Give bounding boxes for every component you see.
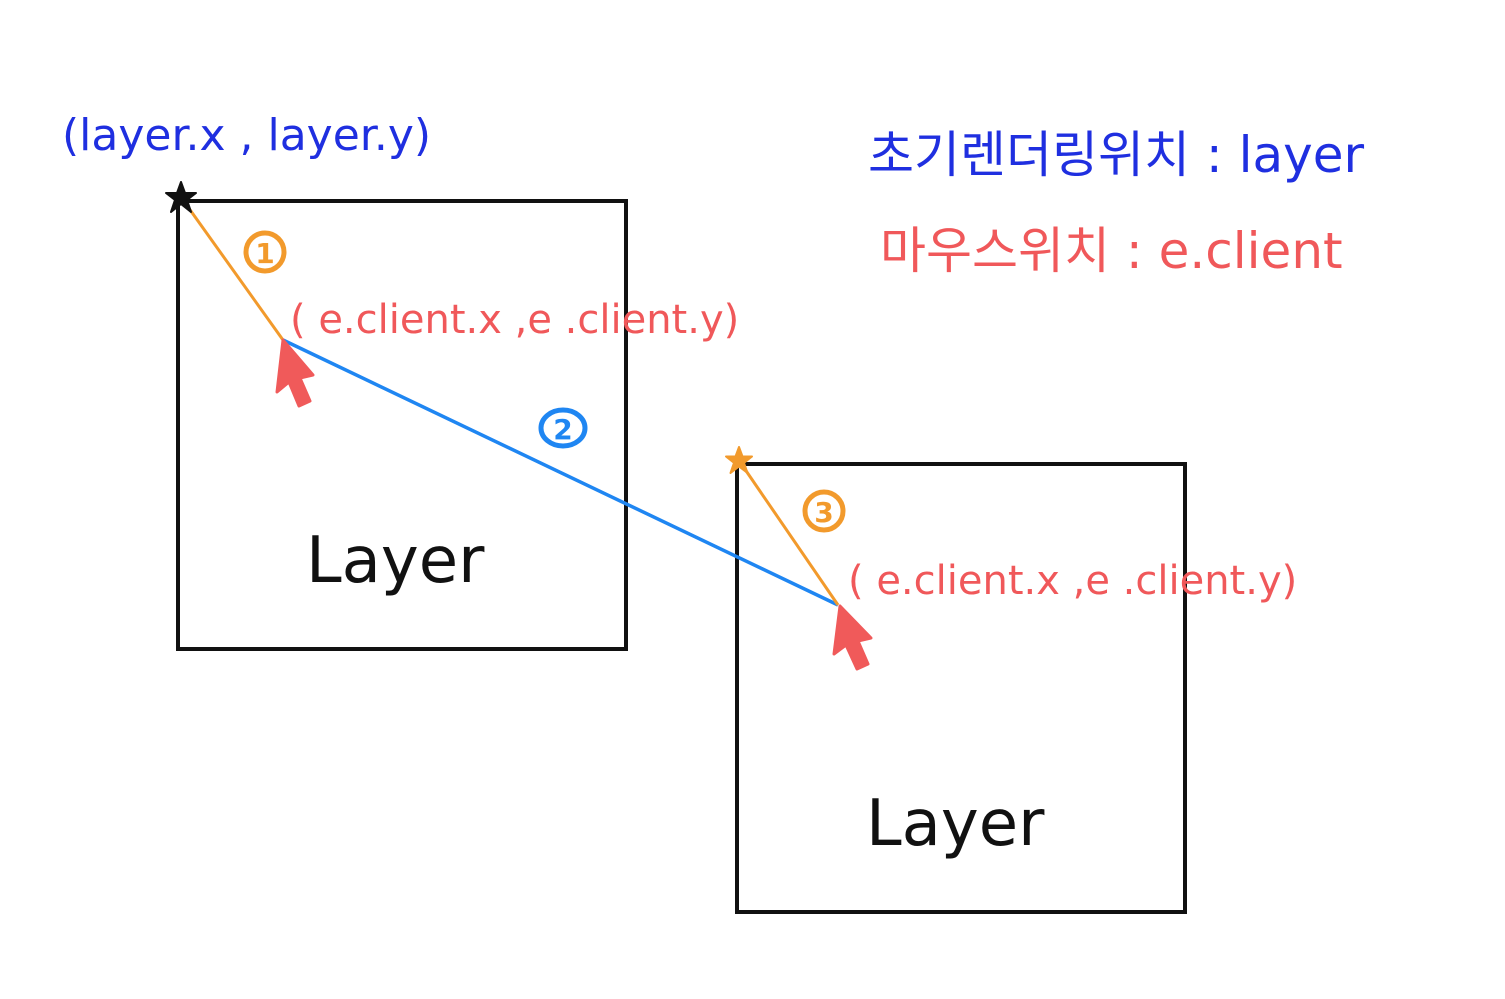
legend-mouse-position: 마우스위치 : e.client — [880, 222, 1343, 280]
star-icon — [165, 181, 197, 213]
svg-text:2: 2 — [553, 413, 572, 446]
svg-text:1: 1 — [255, 237, 274, 270]
mouse-cursor-icon — [832, 604, 873, 671]
layer-label-initial: Layer — [306, 524, 485, 598]
step-1-marker: 1 — [243, 230, 287, 274]
layer-box-moved — [735, 462, 1187, 914]
step-1-offset-line — [181, 199, 285, 341]
step-2-marker: 2 — [538, 407, 588, 449]
cursor-label-moved: ( e.client.x ,e .client.y) — [848, 558, 1297, 604]
layer-box-initial — [176, 199, 628, 651]
svg-text:3: 3 — [814, 496, 833, 529]
legend-initial-position: 초기렌더링위치 : layer — [868, 126, 1365, 184]
cursor-label-initial: ( e.client.x ,e .client.y) — [290, 297, 739, 343]
mouse-cursor-icon — [275, 338, 315, 408]
layer-label-moved: Layer — [866, 787, 1045, 861]
layer-origin-label: (layer.x , layer.y) — [62, 110, 431, 161]
step-3-offset-line — [738, 461, 840, 606]
step-2-drag-line — [282, 338, 839, 607]
star-icon — [725, 446, 753, 474]
step-3-marker: 3 — [802, 489, 846, 533]
